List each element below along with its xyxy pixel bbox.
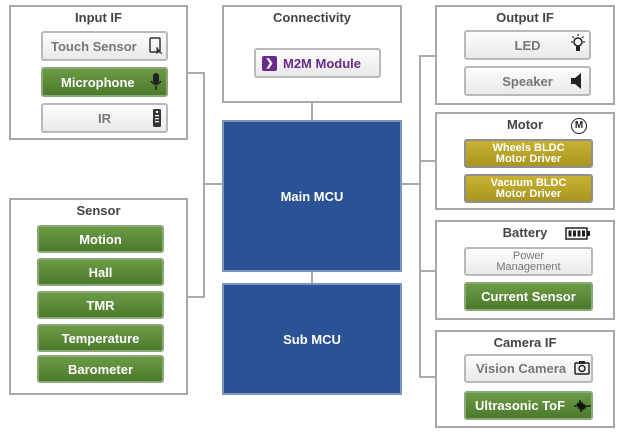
sub-mcu-block[interactable]: Sub MCU xyxy=(222,283,402,395)
camera-icon xyxy=(574,361,590,375)
battery-icon xyxy=(565,227,590,240)
connector-line xyxy=(419,270,436,272)
connector-line xyxy=(311,102,313,120)
connector-line xyxy=(203,72,205,298)
connector-line xyxy=(203,183,223,185)
speaker-icon xyxy=(571,73,581,89)
input-if-title: Input IF xyxy=(75,10,122,25)
bulb-icon xyxy=(571,34,585,51)
wheels-bldc-label: Wheels BLDC Motor Driver xyxy=(492,141,565,165)
microphone-label: Microphone xyxy=(61,74,135,90)
input-if-panel: Input IF Touch Sensor Microphone IR xyxy=(9,5,188,140)
motion-button[interactable]: Motion xyxy=(37,225,164,253)
connector-line xyxy=(419,55,436,57)
vision-camera-button[interactable]: Vision Camera xyxy=(464,354,593,383)
led-button[interactable]: LED xyxy=(464,30,591,60)
microphone-button[interactable]: Microphone xyxy=(41,67,168,97)
main-mcu-block[interactable]: Main MCU xyxy=(222,120,402,272)
battery-panel: Battery Power Management Current Sensor xyxy=(435,220,615,320)
tmr-button[interactable]: TMR xyxy=(37,291,164,319)
touch-icon xyxy=(149,37,163,55)
connector-line xyxy=(311,271,313,283)
motor-title: Motor xyxy=(506,117,544,132)
power-management-button[interactable]: Power Management xyxy=(464,247,593,276)
connector-line xyxy=(187,296,204,298)
battery-title: Battery xyxy=(502,225,548,240)
temperature-button[interactable]: Temperature xyxy=(37,324,164,352)
motor-panel: Motor M Wheels BLDC Motor Driver Vacuum … xyxy=(435,112,615,210)
led-label: LED xyxy=(514,37,541,53)
motor-badge-label: M xyxy=(574,120,584,131)
connectivity-title: Connectivity xyxy=(272,10,351,25)
connectivity-panel: Connectivity ❯ M2M Module xyxy=(222,5,402,103)
speaker-label: Speaker xyxy=(502,73,553,89)
barometer-label: Barometer xyxy=(67,361,134,377)
m2m-module-button[interactable]: ❯ M2M Module xyxy=(254,48,381,78)
ir-button[interactable]: IR xyxy=(41,103,168,133)
hall-button[interactable]: Hall xyxy=(37,258,164,286)
output-if-title: Output IF xyxy=(496,10,554,25)
barometer-button[interactable]: Barometer xyxy=(37,355,164,383)
output-if-panel: Output IF LED Speaker xyxy=(435,5,615,105)
sensor-panel: Sensor Motion Hall TMR Temperature Barom… xyxy=(9,198,188,395)
motor-badge-icon: M xyxy=(571,118,587,134)
sensor-title: Sensor xyxy=(76,203,121,218)
speaker-button[interactable]: Speaker xyxy=(464,66,591,96)
sub-mcu-label: Sub MCU xyxy=(283,331,341,347)
chevron-right-icon: ❯ xyxy=(262,55,277,71)
tmr-label: TMR xyxy=(86,297,115,313)
connector-line xyxy=(400,183,420,185)
ultrasonic-icon xyxy=(574,399,591,413)
vacuum-bldc-label: Vacuum BLDC Motor Driver xyxy=(490,176,567,200)
ultrasonic-tof-label: Ultrasonic ToF xyxy=(475,398,566,413)
camera-if-title: Camera IF xyxy=(493,335,557,350)
hall-label: Hall xyxy=(88,264,113,280)
m2m-module-label: M2M Module xyxy=(283,55,361,71)
power-management-label: Power Management xyxy=(496,249,561,273)
motion-label: Motion xyxy=(79,231,122,247)
vision-camera-label: Vision Camera xyxy=(476,361,567,376)
ir-label: IR xyxy=(98,110,111,126)
connector-line xyxy=(419,376,436,378)
touch-sensor-label: Touch Sensor xyxy=(51,38,137,54)
current-sensor-button[interactable]: Current Sensor xyxy=(464,282,593,311)
touch-sensor-button[interactable]: Touch Sensor xyxy=(41,31,168,61)
remote-icon xyxy=(153,109,161,127)
wheels-bldc-button[interactable]: Wheels BLDC Motor Driver xyxy=(464,139,593,168)
connector-line xyxy=(419,55,421,377)
microphone-icon xyxy=(150,73,162,90)
temperature-label: Temperature xyxy=(61,330,140,346)
main-mcu-label: Main MCU xyxy=(280,188,344,204)
vacuum-bldc-button[interactable]: Vacuum BLDC Motor Driver xyxy=(464,174,593,203)
ultrasonic-tof-button[interactable]: Ultrasonic ToF xyxy=(464,391,593,420)
current-sensor-label: Current Sensor xyxy=(481,289,576,304)
connector-line xyxy=(419,160,436,162)
camera-if-panel: Camera IF Vision Camera Ultrasonic ToF xyxy=(435,330,615,428)
connector-line xyxy=(187,72,204,74)
